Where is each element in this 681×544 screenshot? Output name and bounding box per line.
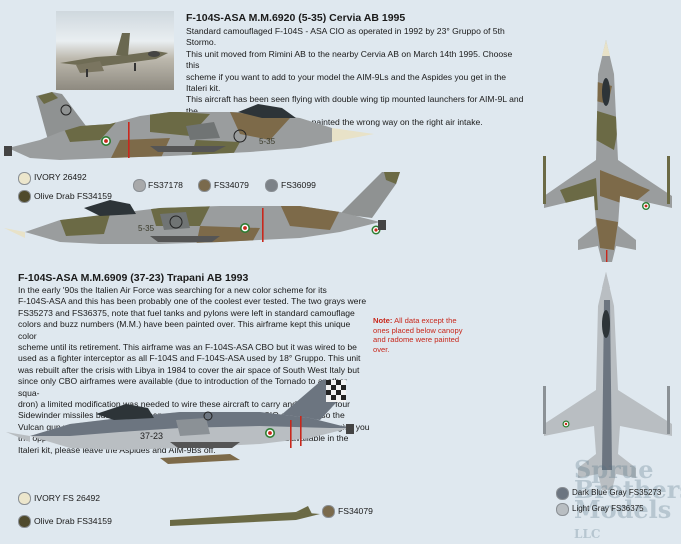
aircraft1-code-upper: 5-35	[259, 137, 276, 146]
photo-aircraft	[60, 33, 168, 77]
note-line: over.	[373, 344, 390, 354]
swatch-fs34079	[198, 179, 211, 192]
swatch-label: IVORY 26492	[34, 172, 87, 182]
section2-line: since only CBO airframes were available …	[18, 376, 347, 398]
section1-line: scheme if you want to add to your model …	[186, 71, 507, 94]
section1-line: squadron emblem that has been painted th…	[186, 117, 483, 128]
swatch-olive	[18, 190, 31, 203]
swatch-label: FS34079	[338, 506, 373, 516]
swatch-label: FS34079	[214, 180, 249, 190]
watermark-line: Sprue	[574, 455, 654, 484]
swatch-label: Dark Blue Gray FS35273	[572, 488, 662, 497]
section2-line: colors and buzz numbers (M.M.) have been…	[18, 319, 351, 341]
swatch-label: FS36099	[281, 180, 316, 190]
section1-description: Standard camouflaged F-104S - ASA CIO as…	[186, 26, 526, 129]
swatch-ivory	[18, 492, 31, 505]
section1-title: F-104S-ASA M.M.6920 (5-35) Cervia AB 199…	[186, 12, 406, 24]
swatch-label: FS37178	[148, 180, 183, 190]
swatch-label: Olive Drab FS34159	[34, 516, 112, 526]
note-line: and radome were painted	[373, 335, 460, 345]
section2-line: scheme until its retirement. This airfra…	[18, 342, 357, 353]
section2-line: was rebuilt after the crisis with Libya …	[18, 364, 360, 375]
aircraft1-code-lower: 5-35	[138, 224, 155, 233]
swatch-label: Olive Drab FS34159	[34, 191, 112, 201]
section2-line: dron) a limited modification was needed …	[18, 399, 350, 410]
aircraft2-code: 37-23	[140, 431, 164, 441]
swatch-label: IVORY FS 26492	[34, 493, 101, 503]
watermark: Sprue Brothers Models LLC	[574, 455, 681, 544]
section1-line: This aircraft has been seen flying with …	[186, 94, 524, 116]
swatch-dark-blue-gray	[556, 487, 569, 500]
note-line: ones placed below canopy	[373, 325, 463, 335]
swatch-light-gray	[556, 503, 569, 516]
swatch-fs34079	[322, 505, 335, 518]
section2-line: FS35273 and FS36375, note that fuel tank…	[18, 307, 355, 318]
section2-title: F-104S-ASA M.M.6909 (37-23) Trapani AB 1…	[18, 272, 249, 284]
section2-line: In the early '90s the Italien Air Force …	[18, 285, 327, 295]
swatch-label: Light Gray FS36375	[572, 504, 644, 513]
section1-line: This unit moved from Rimini AB to the ne…	[186, 48, 513, 71]
swatch-fs36099	[265, 179, 278, 192]
swatch-ivory	[18, 172, 31, 185]
watermark-line: LLC	[574, 527, 601, 541]
watermark-line: Models	[574, 495, 672, 524]
section1-line: Standard camouflaged F-104S - ASA CIO as…	[186, 26, 505, 48]
swatch-fs37178	[133, 179, 146, 192]
note-line: All data except the	[392, 316, 457, 325]
swatch-olive	[18, 515, 31, 528]
reference-photo	[56, 11, 174, 90]
note-label: Note:	[373, 316, 393, 325]
section2-line: used as a fighter interceptor as all F-1…	[18, 353, 361, 364]
section2-line: F-104S-ASA and this has been probably on…	[18, 296, 367, 307]
watermark-line: Brothers	[574, 475, 681, 504]
note: Note: All data except the ones placed be…	[373, 316, 493, 354]
